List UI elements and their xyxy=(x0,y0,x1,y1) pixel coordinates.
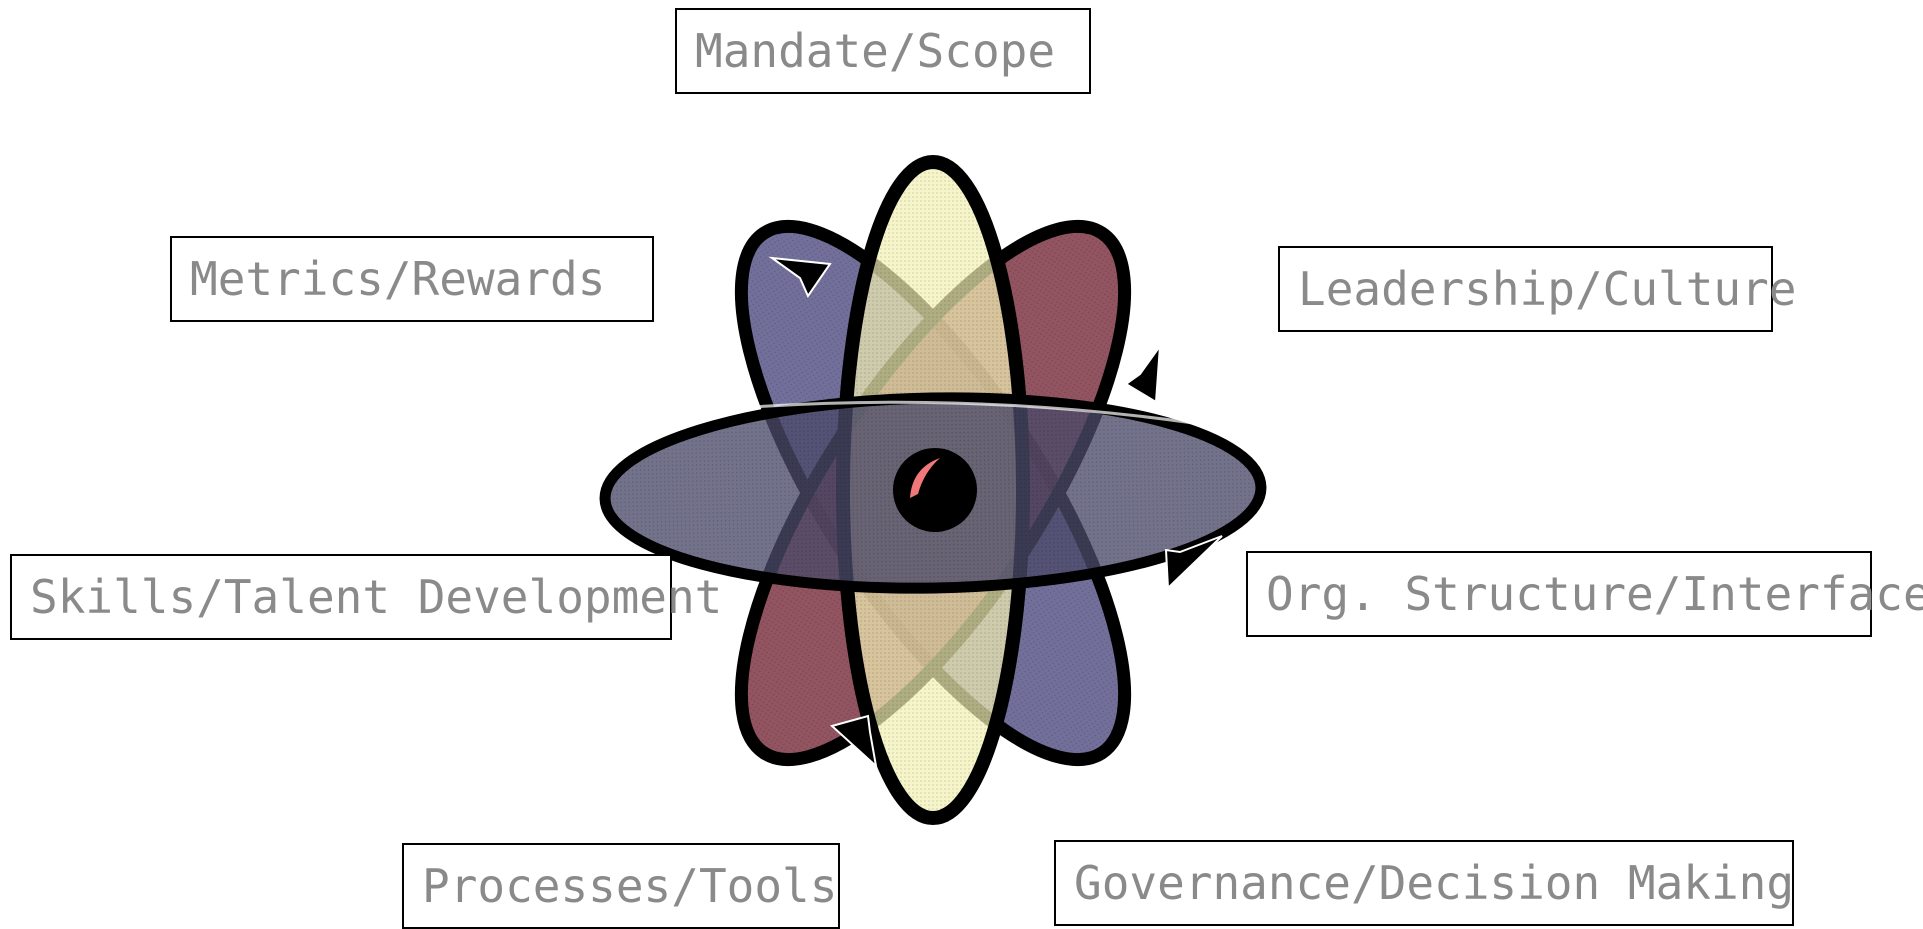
governance-decision-making-label: Governance/Decision Making xyxy=(1054,840,1794,926)
mandate-scope-label: Mandate/Scope xyxy=(675,8,1091,94)
metrics-rewards-label: Metrics/Rewards xyxy=(170,236,654,322)
org-structure-interface-label: Org. Structure/Interface xyxy=(1246,551,1872,637)
arrowhead-upper-right xyxy=(1126,346,1160,402)
processes-tools-label: Processes/Tools xyxy=(402,843,840,929)
skills-talent-development-label: Skills/Talent Development xyxy=(10,554,672,640)
nucleus xyxy=(893,448,977,532)
leadership-culture-label: Leadership/Culture xyxy=(1278,246,1773,332)
